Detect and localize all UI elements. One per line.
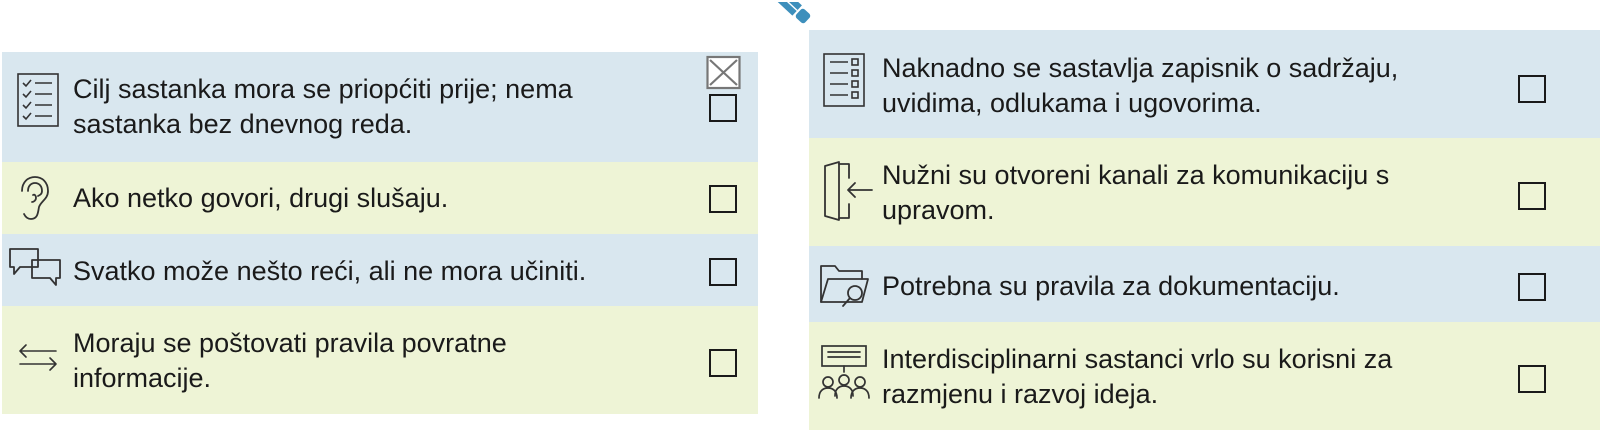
right-item-3-checkbox[interactable] xyxy=(1518,273,1546,301)
left-item-2-checkbox[interactable] xyxy=(709,185,737,213)
left-row-2 xyxy=(2,162,758,234)
left-item-1-checkbox[interactable] xyxy=(709,94,737,122)
left-item-3-checkbox[interactable] xyxy=(709,258,737,286)
right-item-2-text: Nužni su otvoreni kanali za komunikaciju… xyxy=(882,160,1390,225)
left-item-3-text: Svatko može nešto reći, ali ne mora učin… xyxy=(73,256,587,286)
left-item-4-text: Moraju se poštovati pravila povratne inf… xyxy=(73,328,507,393)
left-item-4-checkbox[interactable] xyxy=(709,349,737,377)
left-row-1 xyxy=(2,52,758,162)
right-item-4-checkbox[interactable] xyxy=(1518,365,1546,393)
right-row-2 xyxy=(809,138,1600,246)
checklist-icon xyxy=(17,73,59,127)
right-item-2-checkbox[interactable] xyxy=(1518,182,1546,210)
bidirectional-arrows-icon xyxy=(19,344,57,371)
right-row-1 xyxy=(809,30,1600,138)
left-row-3 xyxy=(2,234,758,306)
door-enter-icon xyxy=(824,161,873,221)
right-item-3-text: Potrebna su pravila za dokumentaciju. xyxy=(882,271,1340,301)
example-checked-box xyxy=(706,55,741,90)
document-list-icon xyxy=(823,53,865,107)
left-item-2-text: Ako netko govori, drugi slušaju. xyxy=(73,183,449,213)
presentation-group-icon xyxy=(818,345,870,399)
right-row-4 xyxy=(809,322,1600,430)
left-row-4 xyxy=(2,306,758,414)
right-item-4-text: Interdisciplinarni sastanci vrlo su kori… xyxy=(882,344,1393,409)
folder-search-icon xyxy=(820,265,869,307)
right-item-1-checkbox[interactable] xyxy=(1518,75,1546,103)
pencil-icon xyxy=(706,2,811,90)
ear-icon xyxy=(21,176,49,220)
right-item-1-text: Naknadno se sastavlja zapisnik o sadržaj… xyxy=(882,53,1399,118)
right-row-3 xyxy=(809,246,1600,322)
speech-bubbles-icon xyxy=(9,248,61,286)
left-item-1-text: Cilj sastanka mora se priopćiti prije; n… xyxy=(73,74,573,139)
